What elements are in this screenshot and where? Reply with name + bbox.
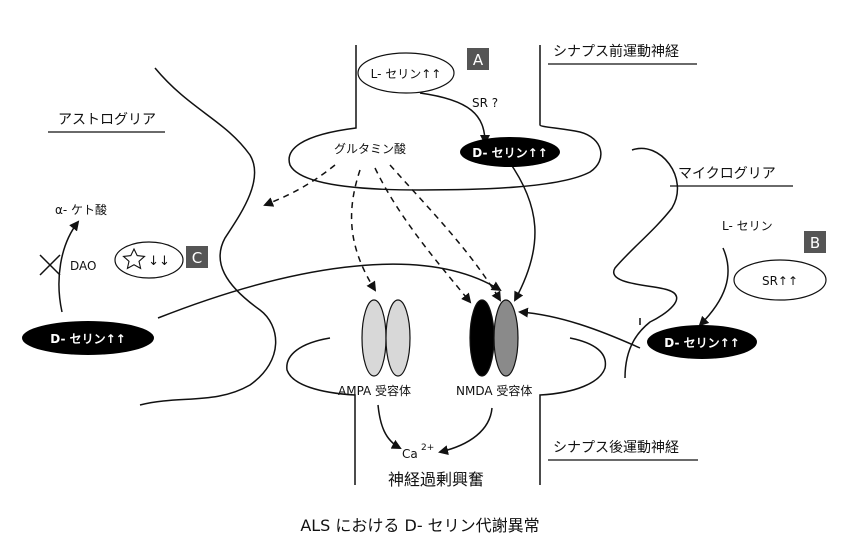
d-serine-pre-oval bbox=[460, 137, 560, 167]
astroglia-label: アストログリア bbox=[58, 112, 156, 128]
l-serine-pre-label: L- セリン↑↑ bbox=[371, 67, 442, 81]
sr-question-label: SR ? bbox=[472, 96, 498, 110]
dao-status-oval bbox=[114, 241, 184, 279]
microglia-label: マイクログリア bbox=[678, 166, 776, 182]
dao-arrows-label: ↓↓ bbox=[148, 254, 170, 269]
presynaptic-neuron bbox=[288, 45, 602, 191]
badge-c-box bbox=[186, 246, 208, 268]
glutamate-label: グルタミン酸 bbox=[334, 141, 406, 156]
alpha-keto-label: α- ケト酸 bbox=[55, 202, 107, 217]
badge-b-box bbox=[804, 231, 826, 253]
l-serine-micro-label: L- セリン bbox=[722, 219, 773, 233]
ampa-subunit-left bbox=[361, 299, 387, 377]
postsynaptic-label: シナプス後運動神経 bbox=[553, 440, 679, 456]
ampa-subunit-right bbox=[385, 299, 411, 377]
ampa-receptor bbox=[361, 299, 411, 377]
badge-c: C bbox=[192, 249, 202, 267]
d-serine-micro-oval bbox=[647, 325, 757, 359]
postsynaptic-neuron bbox=[286, 337, 607, 485]
d-serine-micro-label: D- セリン↑↑ bbox=[664, 336, 739, 350]
sr-micro-label: SR↑↑ bbox=[762, 274, 798, 288]
badge-b: B bbox=[810, 234, 820, 252]
d-serine-pre-label: D- セリン↑↑ bbox=[472, 146, 547, 160]
nmda-subunit-right bbox=[493, 299, 519, 377]
calcium-superscript: 2+ bbox=[421, 443, 434, 453]
astroglia-cell bbox=[139, 67, 277, 406]
badge-a-box bbox=[467, 48, 489, 70]
microglia-cell bbox=[612, 147, 679, 379]
figure-caption: ALS における D- セリン代謝異常 bbox=[300, 516, 539, 535]
d-serine-astro-oval bbox=[22, 321, 154, 355]
badge-a: A bbox=[473, 51, 484, 69]
sr-micro-oval bbox=[733, 259, 827, 301]
excitotoxicity-label: 神経過剰興奮 bbox=[388, 470, 484, 489]
nmda-receptor bbox=[469, 299, 519, 377]
x-mark-icon bbox=[39, 254, 61, 276]
nmda-subunit-left bbox=[469, 299, 495, 377]
nmda-label: NMDA 受容体 bbox=[456, 383, 532, 398]
calcium-label: Ca bbox=[402, 447, 418, 461]
presynaptic-label: シナプス前運動神経 bbox=[553, 43, 679, 60]
ampa-label: AMPA 受容体 bbox=[338, 383, 411, 398]
d-serine-astro-label: D- セリン↑↑ bbox=[50, 332, 125, 346]
l-serine-pre-oval bbox=[357, 52, 455, 94]
dao-label: DAO bbox=[70, 259, 96, 273]
star-icon bbox=[122, 247, 146, 270]
